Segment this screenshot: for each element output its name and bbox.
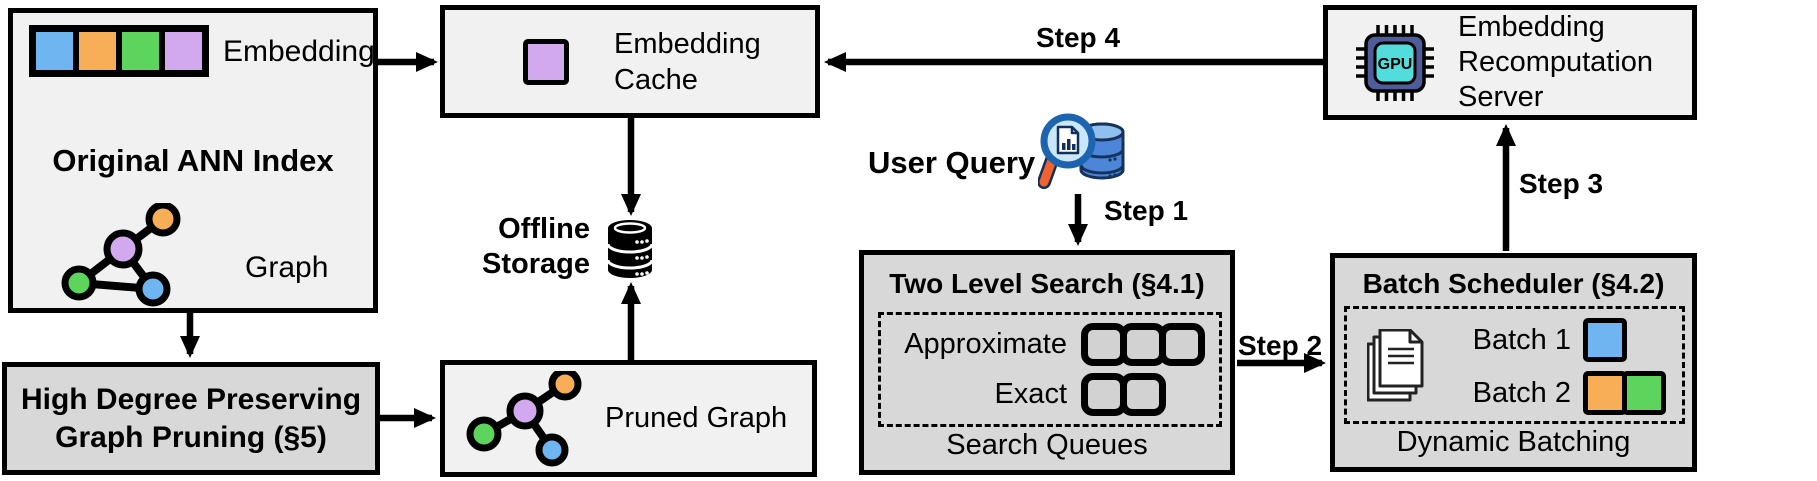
search-queues-panel: Approximate Exact bbox=[878, 312, 1222, 427]
graph-pruning-box: High Degree Preserving Graph Pruning (§5… bbox=[2, 362, 380, 475]
query-document-icon bbox=[1056, 125, 1080, 155]
embedding-cell-purple bbox=[162, 29, 205, 73]
batch1-row: Batch 1 bbox=[1443, 318, 1627, 362]
offline-storage-icon bbox=[606, 220, 654, 278]
graph-node-green bbox=[61, 265, 97, 301]
embedding-cell-blue bbox=[33, 29, 76, 73]
graph-node-purple bbox=[103, 229, 143, 269]
step3-label: Step 3 bbox=[1519, 168, 1604, 199]
batch-scheduler-box: Batch Scheduler (§4.2) Batch 1 bbox=[1330, 253, 1697, 472]
embedding-cache-title: Embedding Cache bbox=[614, 27, 761, 96]
search-queues-caption: Search Queues bbox=[946, 429, 1148, 461]
embedding-cache-box: Embedding Cache bbox=[440, 5, 820, 118]
approximate-queues bbox=[1081, 322, 1205, 366]
documents-icon bbox=[1367, 329, 1424, 402]
batch-scheduler-title: Batch Scheduler (§4.2) bbox=[1362, 268, 1665, 299]
queue-slot bbox=[1120, 373, 1166, 417]
original-ann-index-title: Original ANN Index bbox=[52, 143, 334, 178]
step2-label: Step 2 bbox=[1238, 330, 1323, 361]
queue-slot bbox=[1159, 322, 1205, 366]
dynamic-batching-caption: Dynamic Batching bbox=[1396, 426, 1631, 458]
step4-label: Step 4 bbox=[1035, 22, 1121, 53]
pruned-graph-box: Pruned Graph bbox=[440, 360, 817, 477]
batch2-item-green bbox=[1622, 371, 1666, 415]
batch2-row: Batch 2 bbox=[1443, 371, 1666, 415]
approximate-label: Approximate bbox=[904, 327, 1067, 360]
graph-node-purple bbox=[506, 392, 544, 430]
two-level-search-box: Two Level Search (§4.1) Approximate Exac… bbox=[859, 250, 1235, 475]
gpu-chip-icon: GPU bbox=[1356, 24, 1434, 101]
pruned-graph-label: Pruned Graph bbox=[605, 402, 788, 434]
batch1-item-blue bbox=[1583, 318, 1627, 362]
embedding-cell-orange bbox=[76, 29, 119, 73]
graph-node-green bbox=[466, 416, 502, 452]
step1-label: Step 1 bbox=[1104, 195, 1189, 226]
offline-storage-label: Offline Storage bbox=[482, 213, 590, 280]
batch2-item-orange bbox=[1583, 371, 1627, 415]
recomputation-server-box: GPU Embedding Recomputation Server bbox=[1323, 5, 1697, 120]
batch1-label: Batch 1 bbox=[1472, 323, 1571, 356]
approximate-queue-row: Approximate bbox=[881, 322, 1219, 366]
graph-node-orange bbox=[145, 203, 181, 237]
graph-node-orange bbox=[548, 371, 582, 401]
embedding-vector-icon bbox=[29, 25, 209, 77]
recomputation-server-title: Embedding Recomputation Server bbox=[1458, 11, 1654, 113]
batch2-label: Batch 2 bbox=[1472, 376, 1571, 409]
graph-node-blue bbox=[135, 271, 171, 307]
gpu-label: GPU bbox=[1378, 56, 1413, 73]
magnifier-icon bbox=[1038, 113, 1096, 189]
user-query-label: User Query bbox=[868, 145, 1036, 180]
graph-node-blue bbox=[535, 433, 569, 467]
dynamic-batching-panel: Batch 1 Batch 2 bbox=[1344, 306, 1685, 424]
user-query-icon bbox=[1038, 113, 1125, 189]
embedding-cell-green bbox=[119, 29, 162, 73]
graph-label: Graph bbox=[245, 251, 329, 284]
exact-queues bbox=[1081, 373, 1166, 417]
exact-label: Exact bbox=[994, 378, 1067, 411]
pruned-graph-icon bbox=[466, 371, 582, 467]
cached-embedding-icon bbox=[523, 38, 569, 85]
graph-icon bbox=[61, 203, 181, 307]
exact-queue-row: Exact bbox=[881, 373, 1219, 417]
original-ann-index-box: Embedding Original ANN Index Graph bbox=[8, 8, 378, 313]
embedding-label: Embedding bbox=[223, 35, 375, 68]
two-level-search-title: Two Level Search (§4.1) bbox=[889, 268, 1205, 299]
